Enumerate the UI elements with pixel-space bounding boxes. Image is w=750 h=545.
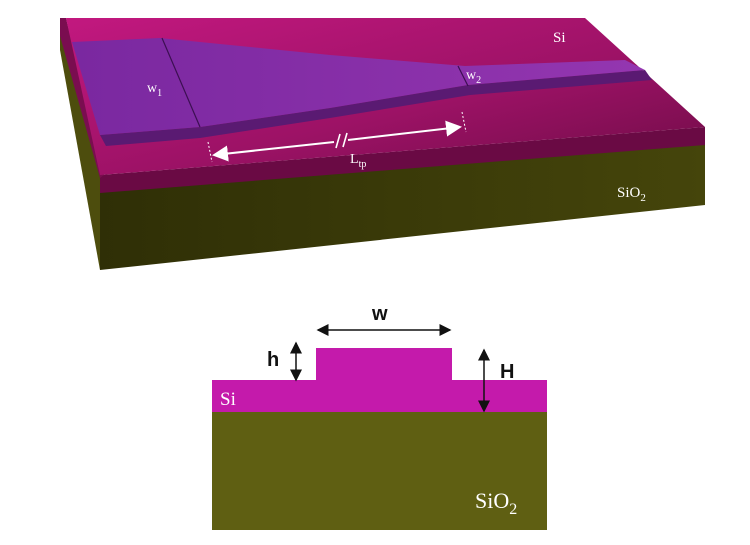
- cross-section: w h H Si SiO2: [212, 303, 547, 530]
- label-w1: w1: [147, 81, 162, 99]
- si-slab-front-edge: [100, 127, 705, 193]
- taper-side-face: [100, 70, 652, 146]
- section-sio2: [212, 412, 547, 530]
- section-si-slab: [212, 380, 547, 412]
- label-sio2-section: SiO2: [475, 488, 517, 518]
- label-si-top: Si: [553, 30, 566, 46]
- taper-start-line: [161, 37, 201, 128]
- label-sio2-3d: SiO2: [617, 185, 646, 204]
- label-w: w: [371, 303, 388, 325]
- perspective-view: w1 w2 Si SiO2 Ltp: [60, 18, 705, 270]
- sio2-left-face: [60, 18, 100, 270]
- taper-end-line: [457, 65, 469, 87]
- taper-top-face: [72, 38, 645, 135]
- label-h: h: [267, 349, 279, 371]
- label-w2: w2: [466, 68, 481, 86]
- label-H: H: [500, 361, 514, 383]
- sio2-front-face: [100, 142, 705, 270]
- label-si-section: Si: [220, 389, 236, 410]
- taper-length-dimension: Ltp: [207, 111, 467, 170]
- section-rib: [316, 348, 452, 381]
- label-ltp: Ltp: [350, 152, 366, 170]
